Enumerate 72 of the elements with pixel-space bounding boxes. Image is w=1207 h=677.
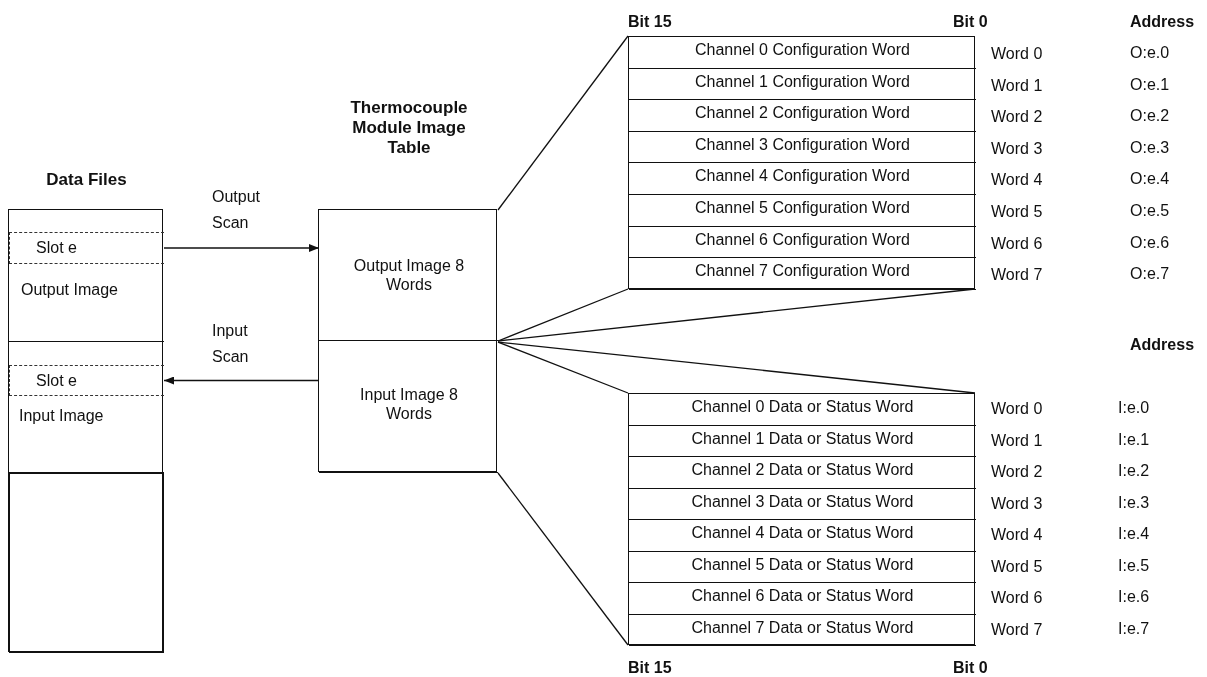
row-label: Channel 2 Data or Status Word [690, 460, 915, 479]
word-number: Word 7 [991, 619, 1043, 639]
projection-line [497, 341, 629, 394]
bit-label: Bit 15 [628, 12, 672, 31]
block-label: Input Image [19, 406, 104, 425]
block-label: Input Image 8 Words [359, 385, 459, 423]
bit-label: Bit 15 [628, 658, 672, 677]
row-label: Channel 0 Data or Status Word [690, 397, 915, 416]
word-number: Word 5 [991, 202, 1043, 221]
address-label: O:e.4 [1130, 169, 1170, 189]
address-label: O:e.0 [1130, 43, 1170, 62]
word-number: Word 1 [991, 75, 1043, 95]
word-number: Word 6 [991, 588, 1043, 607]
word-number: Word 1 [991, 430, 1043, 450]
bit-label: Bit 0 [953, 658, 988, 677]
slot-band [9, 232, 164, 264]
row-label: Channel 0 Configuration Word [694, 40, 911, 59]
address-label: O:e.2 [1130, 106, 1170, 126]
address-label: I:e.6 [1118, 587, 1150, 606]
address-label: I:e.5 [1118, 555, 1150, 575]
address-label: O:e.6 [1130, 232, 1170, 252]
row-label: Channel 6 Data or Status Word [690, 586, 915, 605]
word-number: Word 2 [991, 462, 1043, 481]
row-label: Channel 7 Data or Status Word [690, 617, 915, 637]
address-label: I:e.1 [1118, 429, 1150, 449]
address-label: O:e.7 [1130, 264, 1170, 284]
word-number: Word 4 [991, 525, 1043, 544]
column-heading: Address [1130, 12, 1195, 31]
slot-band [9, 365, 164, 396]
block-label: Output Image [21, 280, 118, 299]
word-number: Word 4 [991, 170, 1043, 190]
row-label: Channel 2 Configuration Word [694, 103, 911, 123]
arrow [163, 244, 320, 252]
address-label: I:e.7 [1118, 618, 1150, 638]
row-label: Channel 4 Data or Status Word [690, 523, 915, 542]
address-label: O:e.3 [1130, 137, 1170, 157]
block-heading: Thermocouple Module Image Table [349, 98, 469, 158]
row-label: Channel 1 Configuration Word [694, 71, 911, 91]
address-label: O:e.5 [1130, 201, 1170, 220]
projection-line [497, 35, 629, 211]
word-number: Word 6 [991, 233, 1043, 253]
bit-label: Bit 0 [953, 12, 988, 31]
address-label: O:e.1 [1130, 74, 1170, 94]
row-label: Channel 1 Data or Status Word [690, 428, 915, 448]
projection-line [497, 472, 629, 646]
memory-section [9, 473, 164, 653]
block-label: Slot e [36, 238, 77, 257]
projection-line [497, 288, 629, 342]
address-label: I:e.0 [1118, 398, 1150, 417]
row-label: Channel 5 Data or Status Word [690, 554, 915, 574]
word-number: Word 0 [991, 399, 1043, 418]
address-label: I:e.2 [1118, 461, 1150, 480]
row-label: Channel 4 Configuration Word [694, 166, 911, 186]
row-label: Channel 3 Configuration Word [694, 134, 911, 154]
word-number: Word 0 [991, 44, 1043, 63]
address-label: I:e.4 [1118, 524, 1150, 543]
block-label: Output Image 8 Words [352, 256, 466, 294]
word-number: Word 2 [991, 107, 1043, 127]
word-number: Word 3 [991, 138, 1043, 158]
row-label: Channel 7 Configuration Word [694, 261, 911, 281]
row-label: Channel 3 Data or Status Word [690, 491, 915, 511]
address-label: I:e.3 [1118, 492, 1150, 512]
block-heading: Data Files [45, 170, 128, 190]
projection-line [497, 341, 976, 394]
word-number: Word 5 [991, 556, 1043, 576]
arrow [163, 376, 320, 385]
word-number: Word 7 [991, 265, 1043, 285]
block-label: Slot e [36, 371, 77, 390]
row-label: Channel 6 Configuration Word [694, 229, 911, 249]
column-heading: Address [1130, 335, 1195, 354]
row-label: Channel 5 Configuration Word [694, 198, 911, 217]
word-number: Word 3 [991, 493, 1043, 513]
